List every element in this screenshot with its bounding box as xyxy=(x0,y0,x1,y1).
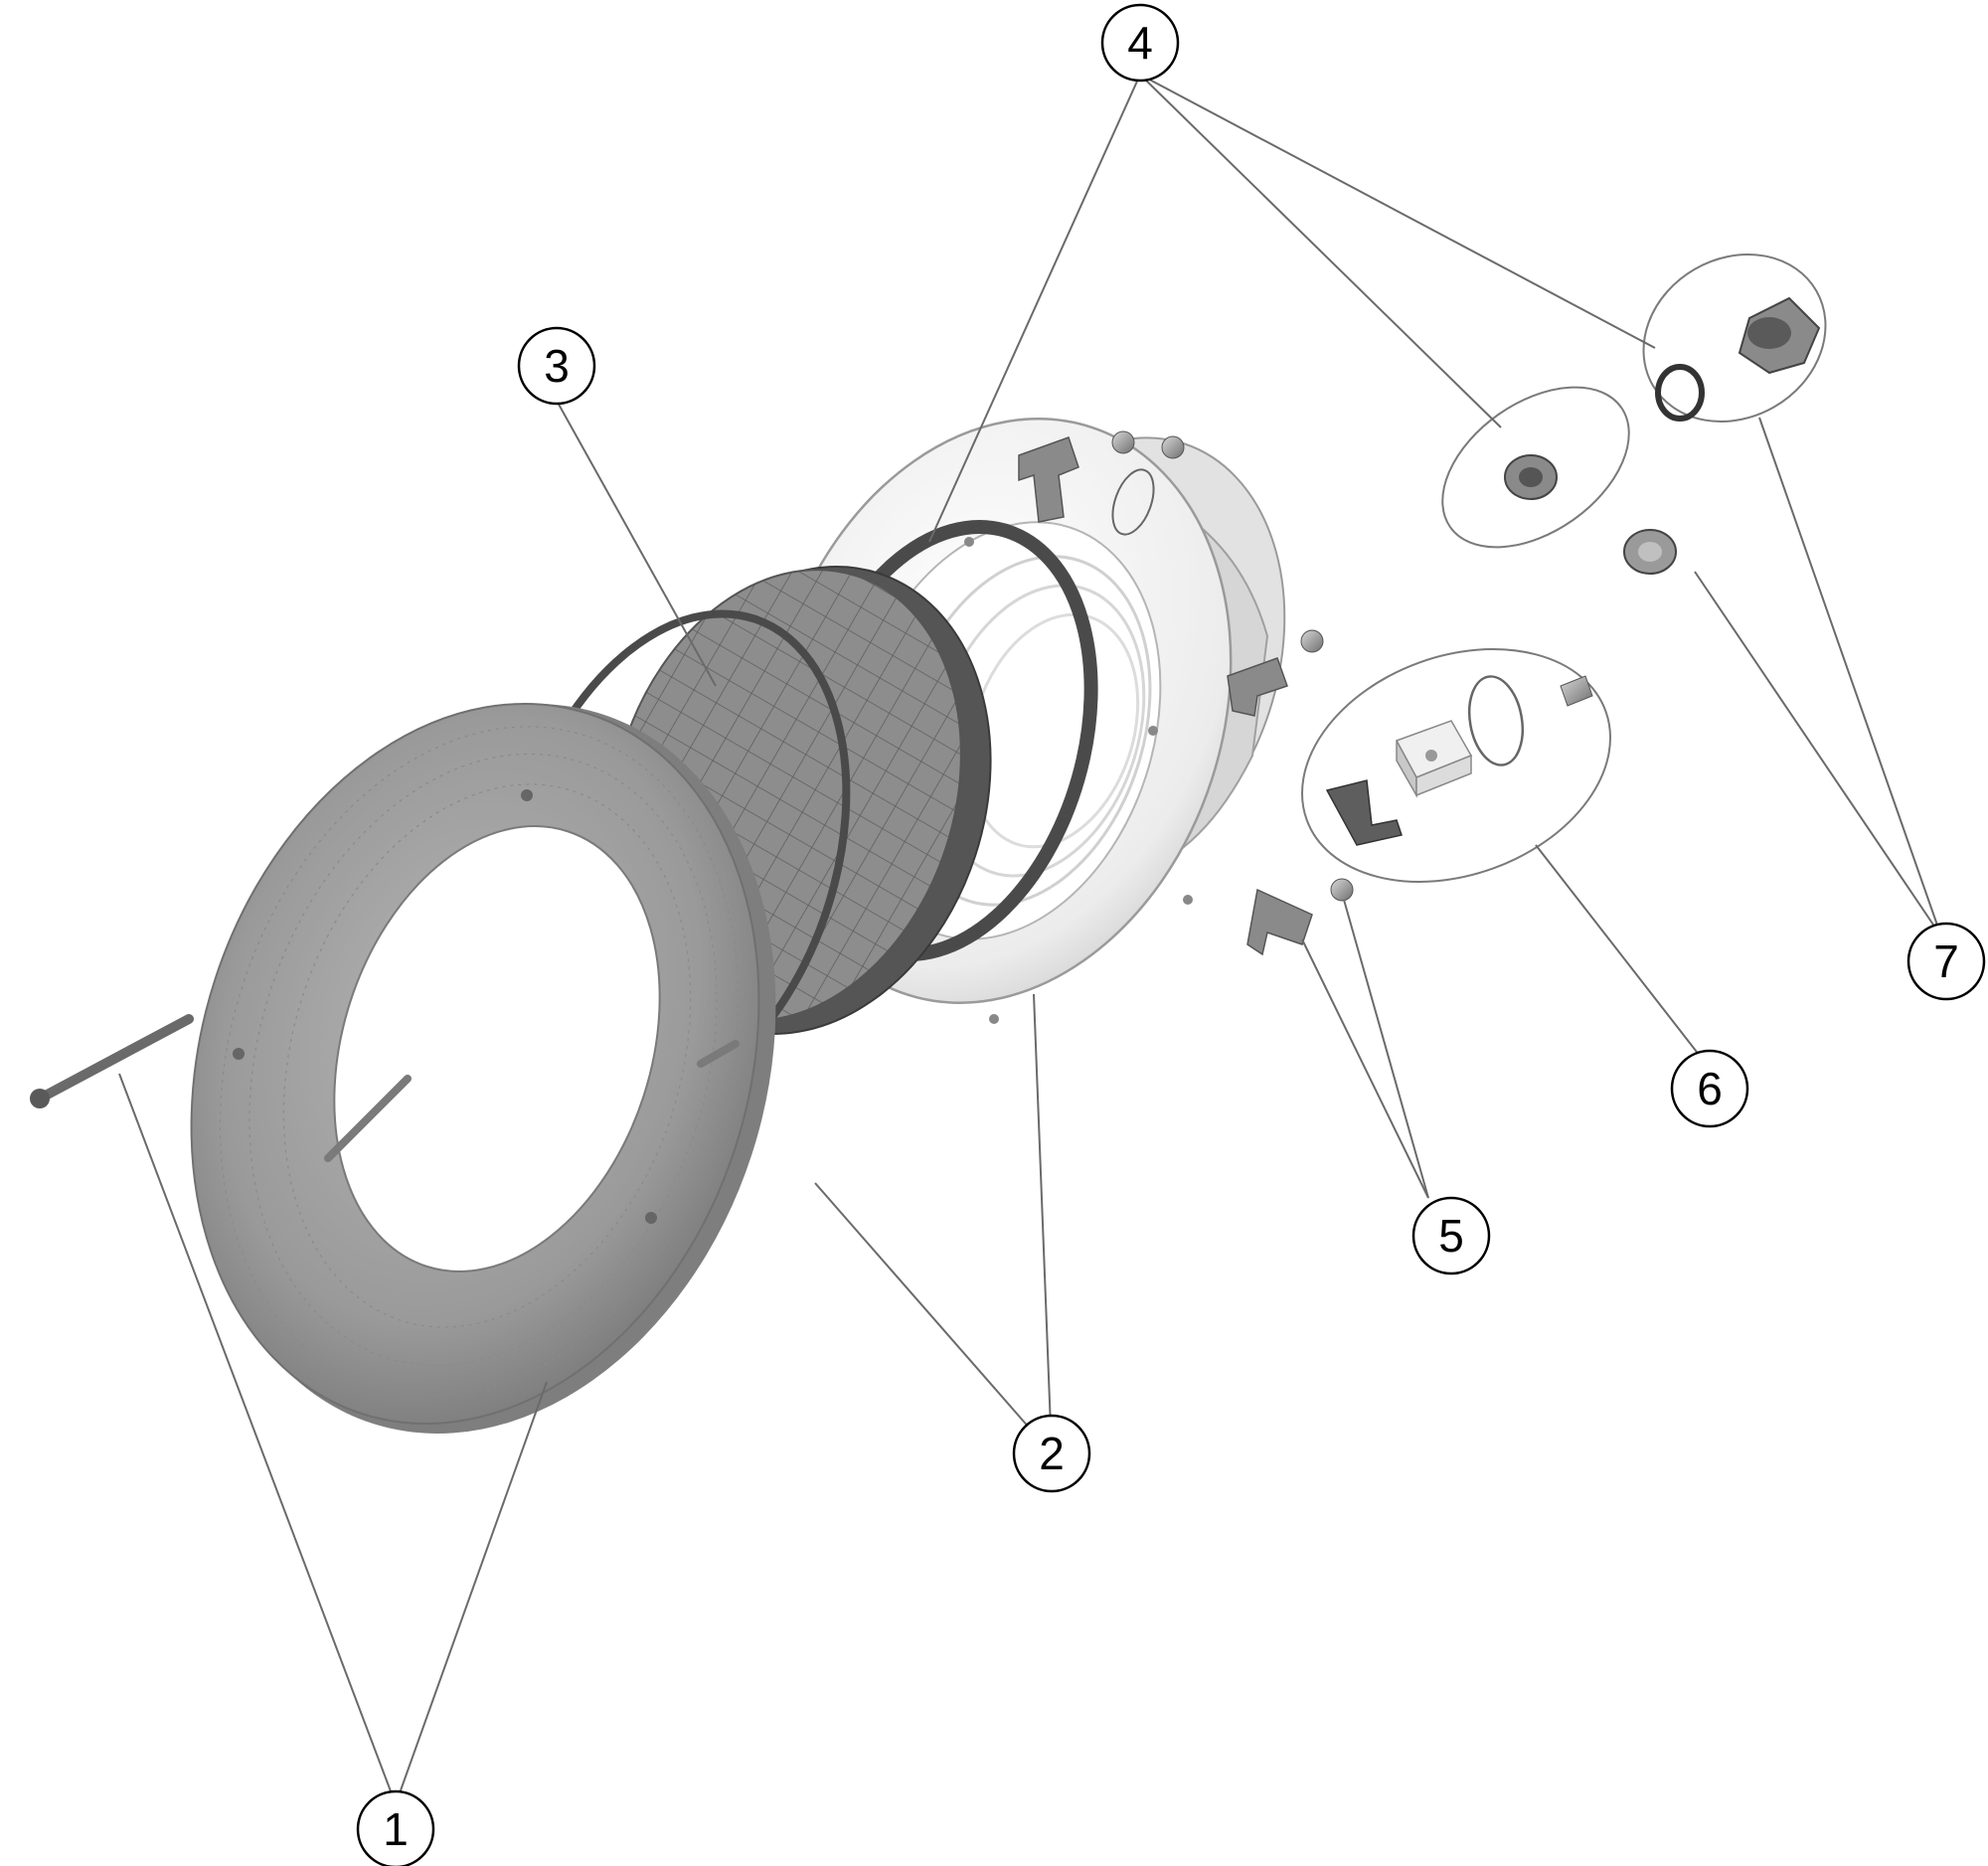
leader-lines xyxy=(118,74,1942,1805)
callout-2: 2 xyxy=(1012,1414,1091,1493)
callout-7: 7 xyxy=(1906,922,1986,1001)
svg-text:1: 1 xyxy=(383,1803,409,1855)
part-group-6 xyxy=(1301,648,1611,883)
callout-4: 4 xyxy=(1100,3,1180,83)
callout-6: 6 xyxy=(1670,1049,1749,1128)
trim-ring-part xyxy=(30,702,776,1434)
svg-text:4: 4 xyxy=(1127,17,1153,69)
callout-3: 3 xyxy=(517,326,596,406)
part-group-7 xyxy=(1441,253,1827,575)
callout-1: 1 xyxy=(356,1789,435,1866)
callout-5: 5 xyxy=(1411,1196,1491,1275)
svg-text:5: 5 xyxy=(1438,1210,1464,1262)
svg-text:2: 2 xyxy=(1039,1428,1065,1479)
svg-text:6: 6 xyxy=(1697,1063,1723,1114)
svg-text:3: 3 xyxy=(544,340,570,392)
svg-text:7: 7 xyxy=(1933,935,1959,987)
